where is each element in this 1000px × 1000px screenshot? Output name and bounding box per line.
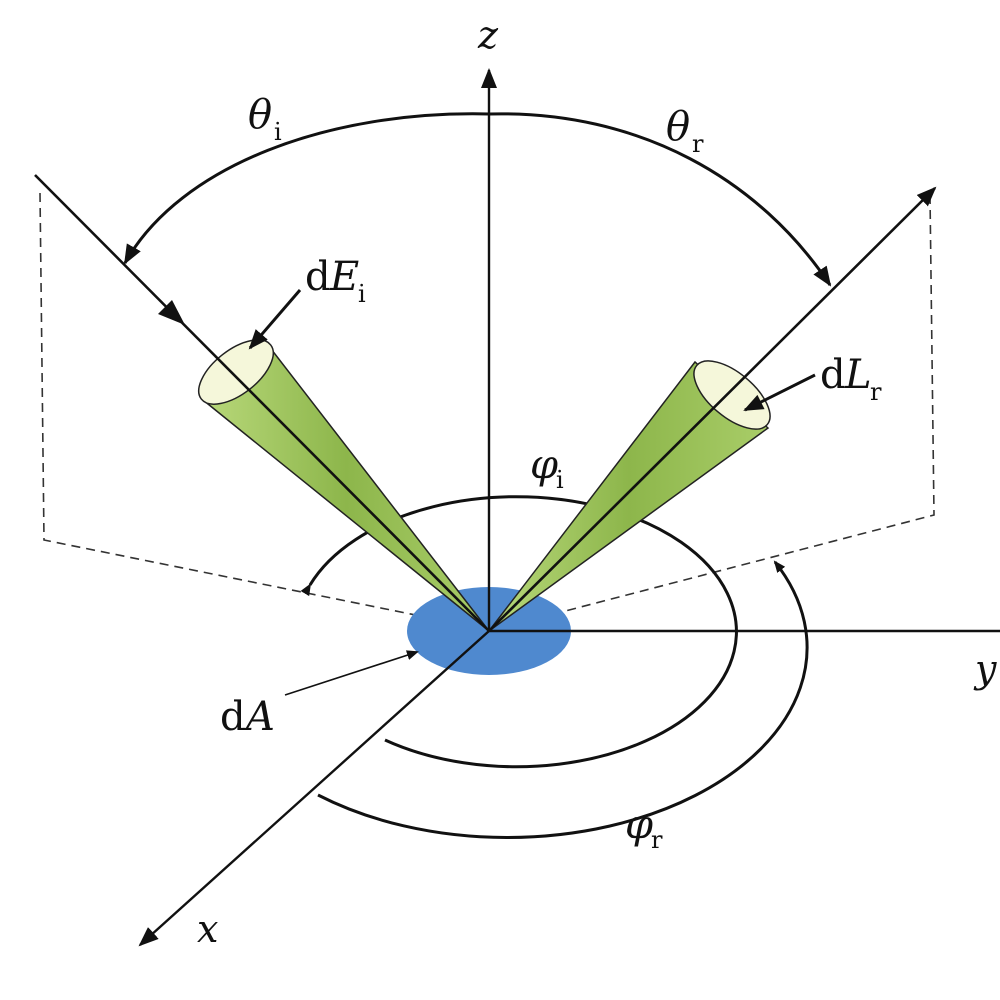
- x-axis-label: x: [197, 907, 218, 951]
- dE-i-label: d E i: [305, 254, 366, 308]
- svg-text:r: r: [692, 130, 704, 158]
- svg-text:d: d: [820, 352, 846, 398]
- svg-text:θ: θ: [248, 92, 272, 138]
- svg-text:θ: θ: [666, 104, 690, 150]
- dA-label: d A: [220, 694, 275, 740]
- y-axis-label: y: [973, 647, 997, 691]
- phi-i-label: φ i: [530, 442, 564, 494]
- dE-pointer: [248, 289, 302, 350]
- theta-r-arc: [488, 112, 832, 287]
- dL-pointer: [743, 373, 816, 412]
- theta-i-arc: [123, 112, 490, 265]
- svg-text:A: A: [242, 694, 275, 740]
- svg-text:i: i: [358, 280, 366, 308]
- phi-i-arc: [300, 495, 738, 769]
- svg-text:r: r: [651, 826, 663, 854]
- phi-r-label: φ r: [625, 802, 663, 854]
- svg-text:d: d: [220, 694, 246, 740]
- theta-r-label: θ r: [666, 104, 704, 158]
- x-axis: [138, 630, 490, 947]
- z-axis-label: z: [477, 13, 499, 57]
- reflected-cone: [488, 360, 771, 632]
- incident-plane-outline: [39, 192, 481, 629]
- svg-text:i: i: [274, 118, 282, 146]
- svg-text:i: i: [556, 466, 564, 494]
- dA-pointer: [284, 650, 419, 696]
- svg-text:φ: φ: [625, 802, 653, 848]
- svg-text:r: r: [870, 378, 882, 406]
- svg-text:d: d: [305, 254, 331, 300]
- reflection-plane-outline: [499, 194, 935, 629]
- phi-r-arc: [317, 560, 809, 839]
- dL-r-label: d L r: [820, 352, 882, 406]
- reflected-ray: [488, 186, 937, 632]
- theta-i-label: θ i: [248, 92, 282, 146]
- svg-text:φ: φ: [530, 442, 558, 488]
- svg-text:L: L: [844, 352, 872, 398]
- incident-ray-arrow: [158, 300, 185, 325]
- svg-text:E: E: [329, 254, 359, 300]
- incident-ray: [34, 174, 490, 632]
